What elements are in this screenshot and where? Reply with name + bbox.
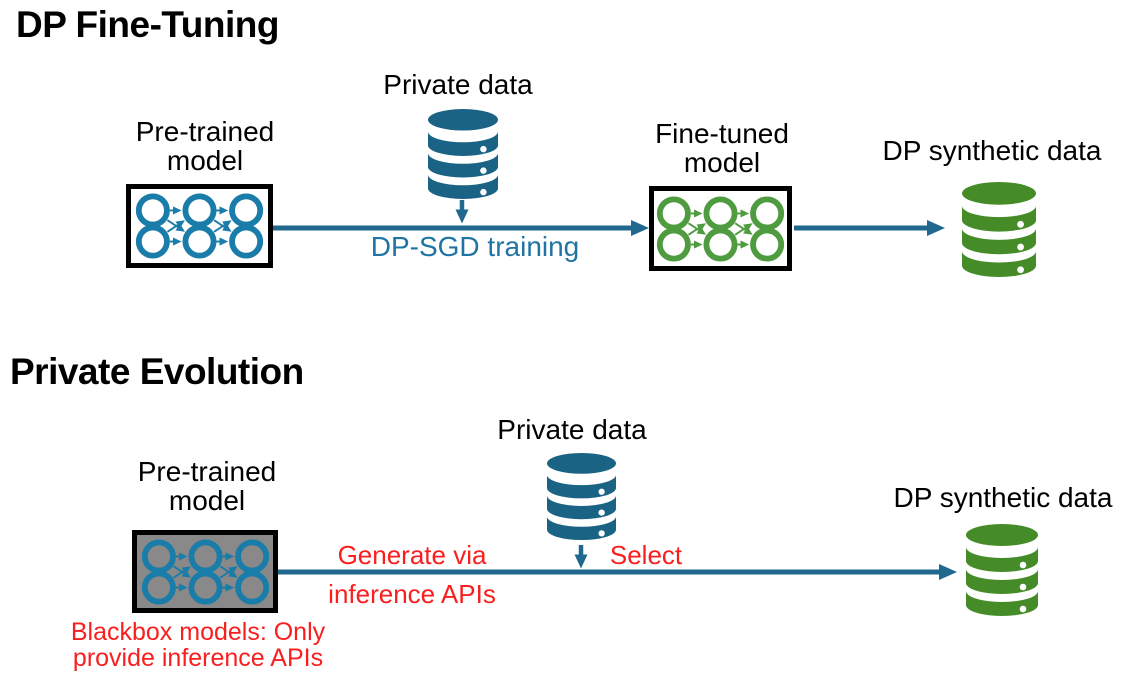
dp-synthetic-data-label: DP synthetic data: [882, 135, 1102, 166]
private-data-label: Private data: [497, 414, 647, 445]
section2-title: Private Evolution: [10, 351, 304, 392]
database-icon: [428, 109, 498, 199]
blackbox-model-box: [132, 530, 278, 613]
neural-network-icon: [135, 193, 264, 259]
section1-title: DP Fine-Tuning: [16, 4, 279, 45]
dp-sgd-training-label: DP-SGD training: [370, 231, 580, 262]
fine-tuned-model-box: [649, 186, 792, 271]
database-icon: [547, 453, 616, 540]
pretrained-model-box: [126, 184, 273, 268]
pretrained-model-label: Pre-trained model: [135, 116, 275, 176]
private-data-label: Private data: [383, 69, 533, 100]
generate-via-label: Generate via inference APIs: [328, 540, 496, 609]
fine-tuned-model-label: Fine-tuned model: [655, 118, 789, 178]
select-label: Select: [609, 540, 683, 570]
database-icon: [966, 524, 1038, 616]
pretrained-model-label: Pre-trained model: [137, 456, 277, 516]
neural-network-icon: [656, 195, 785, 262]
neural-network-icon: [141, 538, 269, 605]
blackbox-note: Blackbox models: Only provide inference …: [70, 618, 326, 672]
database-icon: [962, 182, 1036, 277]
dp-synthetic-data-label: DP synthetic data: [893, 482, 1113, 513]
